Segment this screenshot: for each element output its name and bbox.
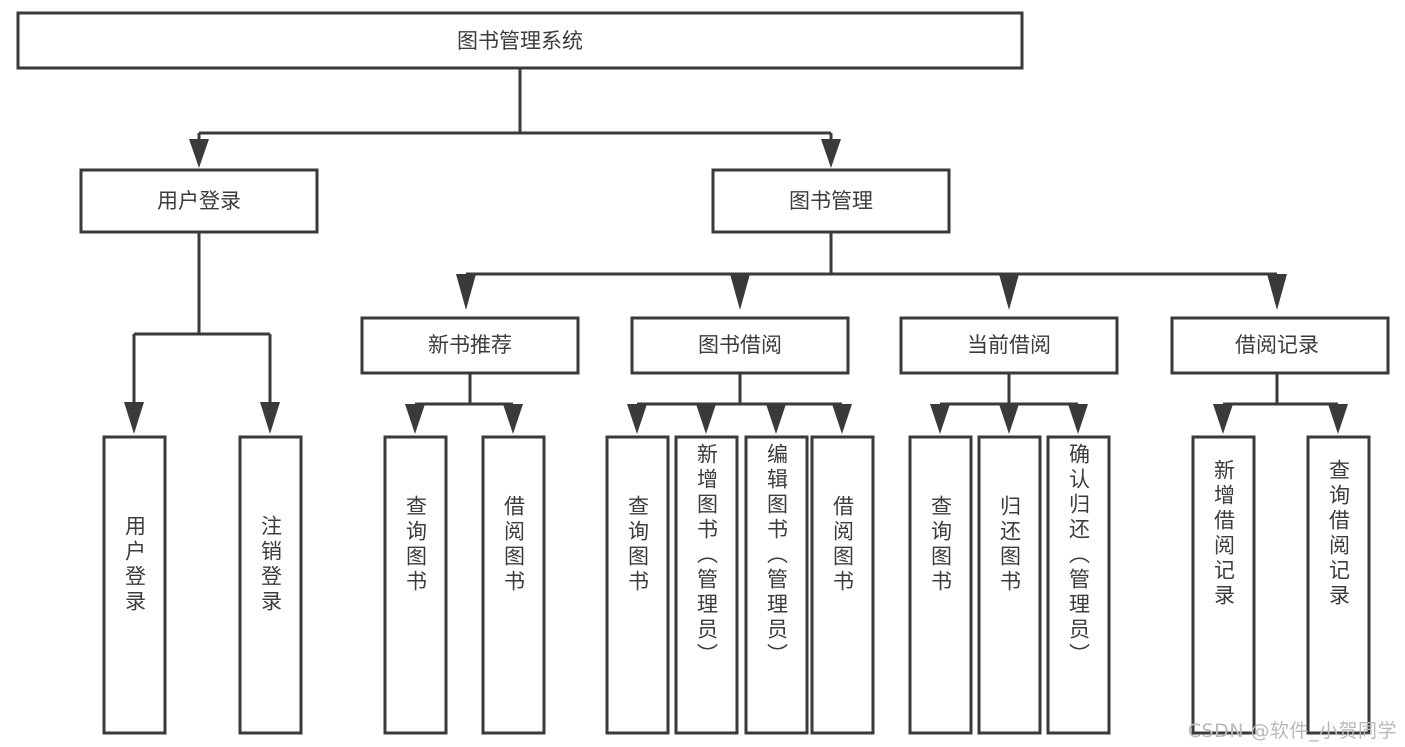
node-root-label: 图书管理系统: [457, 29, 583, 53]
node-book-borrow-box[interactable]: [630, 316, 850, 375]
connectors-root-to-level2: [189, 68, 841, 168]
arrow-icon-borrow-record: [1267, 274, 1287, 310]
node-book-borrow[interactable]: 图书借阅: [630, 316, 850, 375]
arrow-icon-leaf-query-book-3: [930, 404, 950, 434]
node-new-book-recommend-box[interactable]: [360, 316, 580, 375]
node-root[interactable]: 图书管理系统: [16, 11, 1024, 70]
arrow-icon-new-book: [456, 274, 476, 310]
arrow-icon-leaf-edit-book: [766, 404, 786, 434]
connectors-book-borrow-to-leaves: [627, 373, 852, 434]
leaf-box-edit-book[interactable]: [744, 435, 809, 735]
arrow-icon-leaf-add-book: [696, 404, 716, 434]
node-current-borrow[interactable]: 当前借阅: [899, 316, 1119, 375]
connectors-current-borrow-to-leaves: [930, 373, 1088, 434]
connectors-new-book-to-leaves: [405, 373, 523, 434]
node-root-box[interactable]: [16, 11, 1024, 70]
connectors-user-login-to-leaves: [124, 232, 280, 434]
leaf-box-borrow-book-1[interactable]: [481, 435, 546, 735]
node-book-management-label: 图书管理: [789, 189, 873, 213]
arrow-icon-current-borrow: [999, 274, 1019, 310]
arrow-icon-leaf-return-book: [999, 404, 1019, 434]
connectors-book-mgmt-to-level3: [456, 232, 1287, 310]
arrow-icon-leaf-query-book-1: [405, 404, 425, 434]
arrow-icon-book-borrow: [730, 274, 750, 310]
node-borrow-record-box[interactable]: [1170, 316, 1390, 375]
node-current-borrow-label: 当前借阅: [967, 333, 1051, 357]
node-current-borrow-box[interactable]: [899, 316, 1119, 375]
leaf-box-query-book-2[interactable]: [605, 435, 670, 735]
arrow-icon-book-mgmt: [821, 139, 841, 168]
arrow-icon-leaf-query-record: [1328, 404, 1348, 434]
watermark-text: CSDN @软件_小贺同学: [1187, 720, 1397, 742]
leaf-boxes: [102, 435, 1371, 735]
arrow-icon-leaf-query-book-2: [627, 404, 647, 434]
node-borrow-record[interactable]: 借阅记录: [1170, 316, 1390, 375]
connectors-borrow-record-to-leaves: [1213, 373, 1348, 434]
node-book-management[interactable]: 图书管理: [711, 168, 951, 234]
node-user-login[interactable]: 用户登录: [79, 168, 319, 234]
arrow-icon-user-login: [189, 139, 209, 168]
arrow-icon-leaf-borrow-book-1: [503, 404, 523, 434]
leaf-box-query-book-1[interactable]: [383, 435, 448, 735]
arrow-icon-leaf-logout: [260, 402, 280, 434]
node-borrow-record-label: 借阅记录: [1235, 333, 1319, 357]
arrow-icon-leaf-user-login: [124, 402, 144, 434]
leaf-box-borrow-book-2[interactable]: [810, 435, 875, 735]
leaf-box-query-book-3[interactable]: [908, 435, 973, 735]
node-user-login-box[interactable]: [79, 168, 319, 234]
arrow-icon-leaf-borrow-book-2: [832, 404, 852, 434]
leaf-box-user-login[interactable]: [102, 435, 167, 735]
arrow-icon-leaf-confirm-return: [1068, 404, 1088, 434]
node-new-book-recommend[interactable]: 新书推荐: [360, 316, 580, 375]
leaf-box-logout[interactable]: [238, 435, 303, 735]
node-user-login-label: 用户登录: [157, 189, 241, 213]
leaf-box-add-book[interactable]: [674, 435, 739, 735]
node-new-book-recommend-label: 新书推荐: [428, 333, 512, 357]
leaf-box-query-record[interactable]: [1306, 435, 1371, 735]
leaf-box-add-record[interactable]: [1191, 435, 1256, 735]
arrow-icon-leaf-add-record: [1213, 404, 1233, 434]
node-book-management-box[interactable]: [711, 168, 951, 234]
node-book-borrow-label: 图书借阅: [698, 333, 782, 357]
leaf-box-confirm-return[interactable]: [1046, 435, 1111, 735]
leaf-box-return-book[interactable]: [977, 435, 1042, 735]
